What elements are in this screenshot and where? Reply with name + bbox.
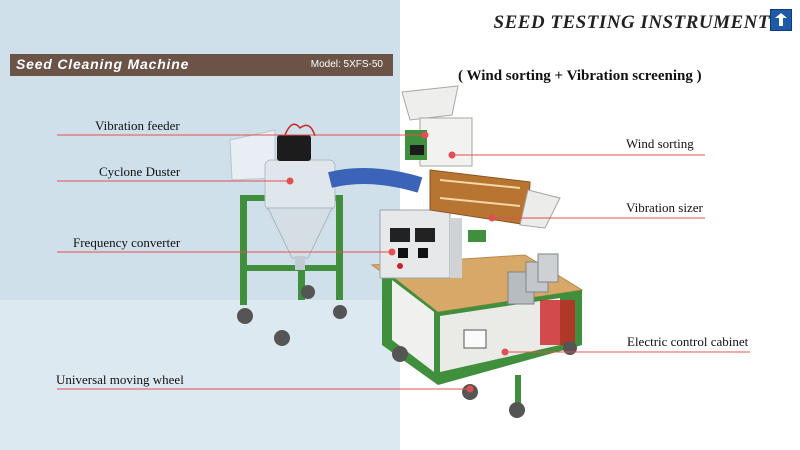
callout-lines: [57, 131, 750, 393]
label-vibration-feeder: Vibration feeder: [95, 118, 180, 133]
left-background-panel-lower: [0, 300, 400, 450]
air-duct: [328, 168, 423, 193]
product-title-bar: Seed Cleaning Machine Model: 5XFS-50: [10, 54, 393, 76]
label-vibration-sizer: Vibration sizer: [626, 200, 703, 215]
label-universal-moving-wheel: Universal moving wheel: [56, 372, 184, 387]
product-title: Seed Cleaning Machine: [16, 56, 190, 72]
cyclone-duster-body: [229, 123, 336, 270]
company-logo-icon: [770, 9, 792, 31]
collection-cups: [507, 253, 559, 305]
label-frequency-converter: Frequency converter: [73, 235, 181, 250]
label-electric-control-cabinet: Electric control cabinet: [627, 334, 749, 349]
label-cyclone-duster: Cyclone Duster: [99, 164, 181, 179]
brand-title: SEED TESTING INSTRUMENT: [493, 12, 770, 33]
model-number: Model: 5XFS-50: [310, 59, 383, 70]
control-box: [379, 209, 462, 279]
label-wind-sorting: Wind sorting: [626, 136, 694, 151]
process-subtitle: ( Wind sorting + Vibration screening ): [458, 68, 702, 84]
